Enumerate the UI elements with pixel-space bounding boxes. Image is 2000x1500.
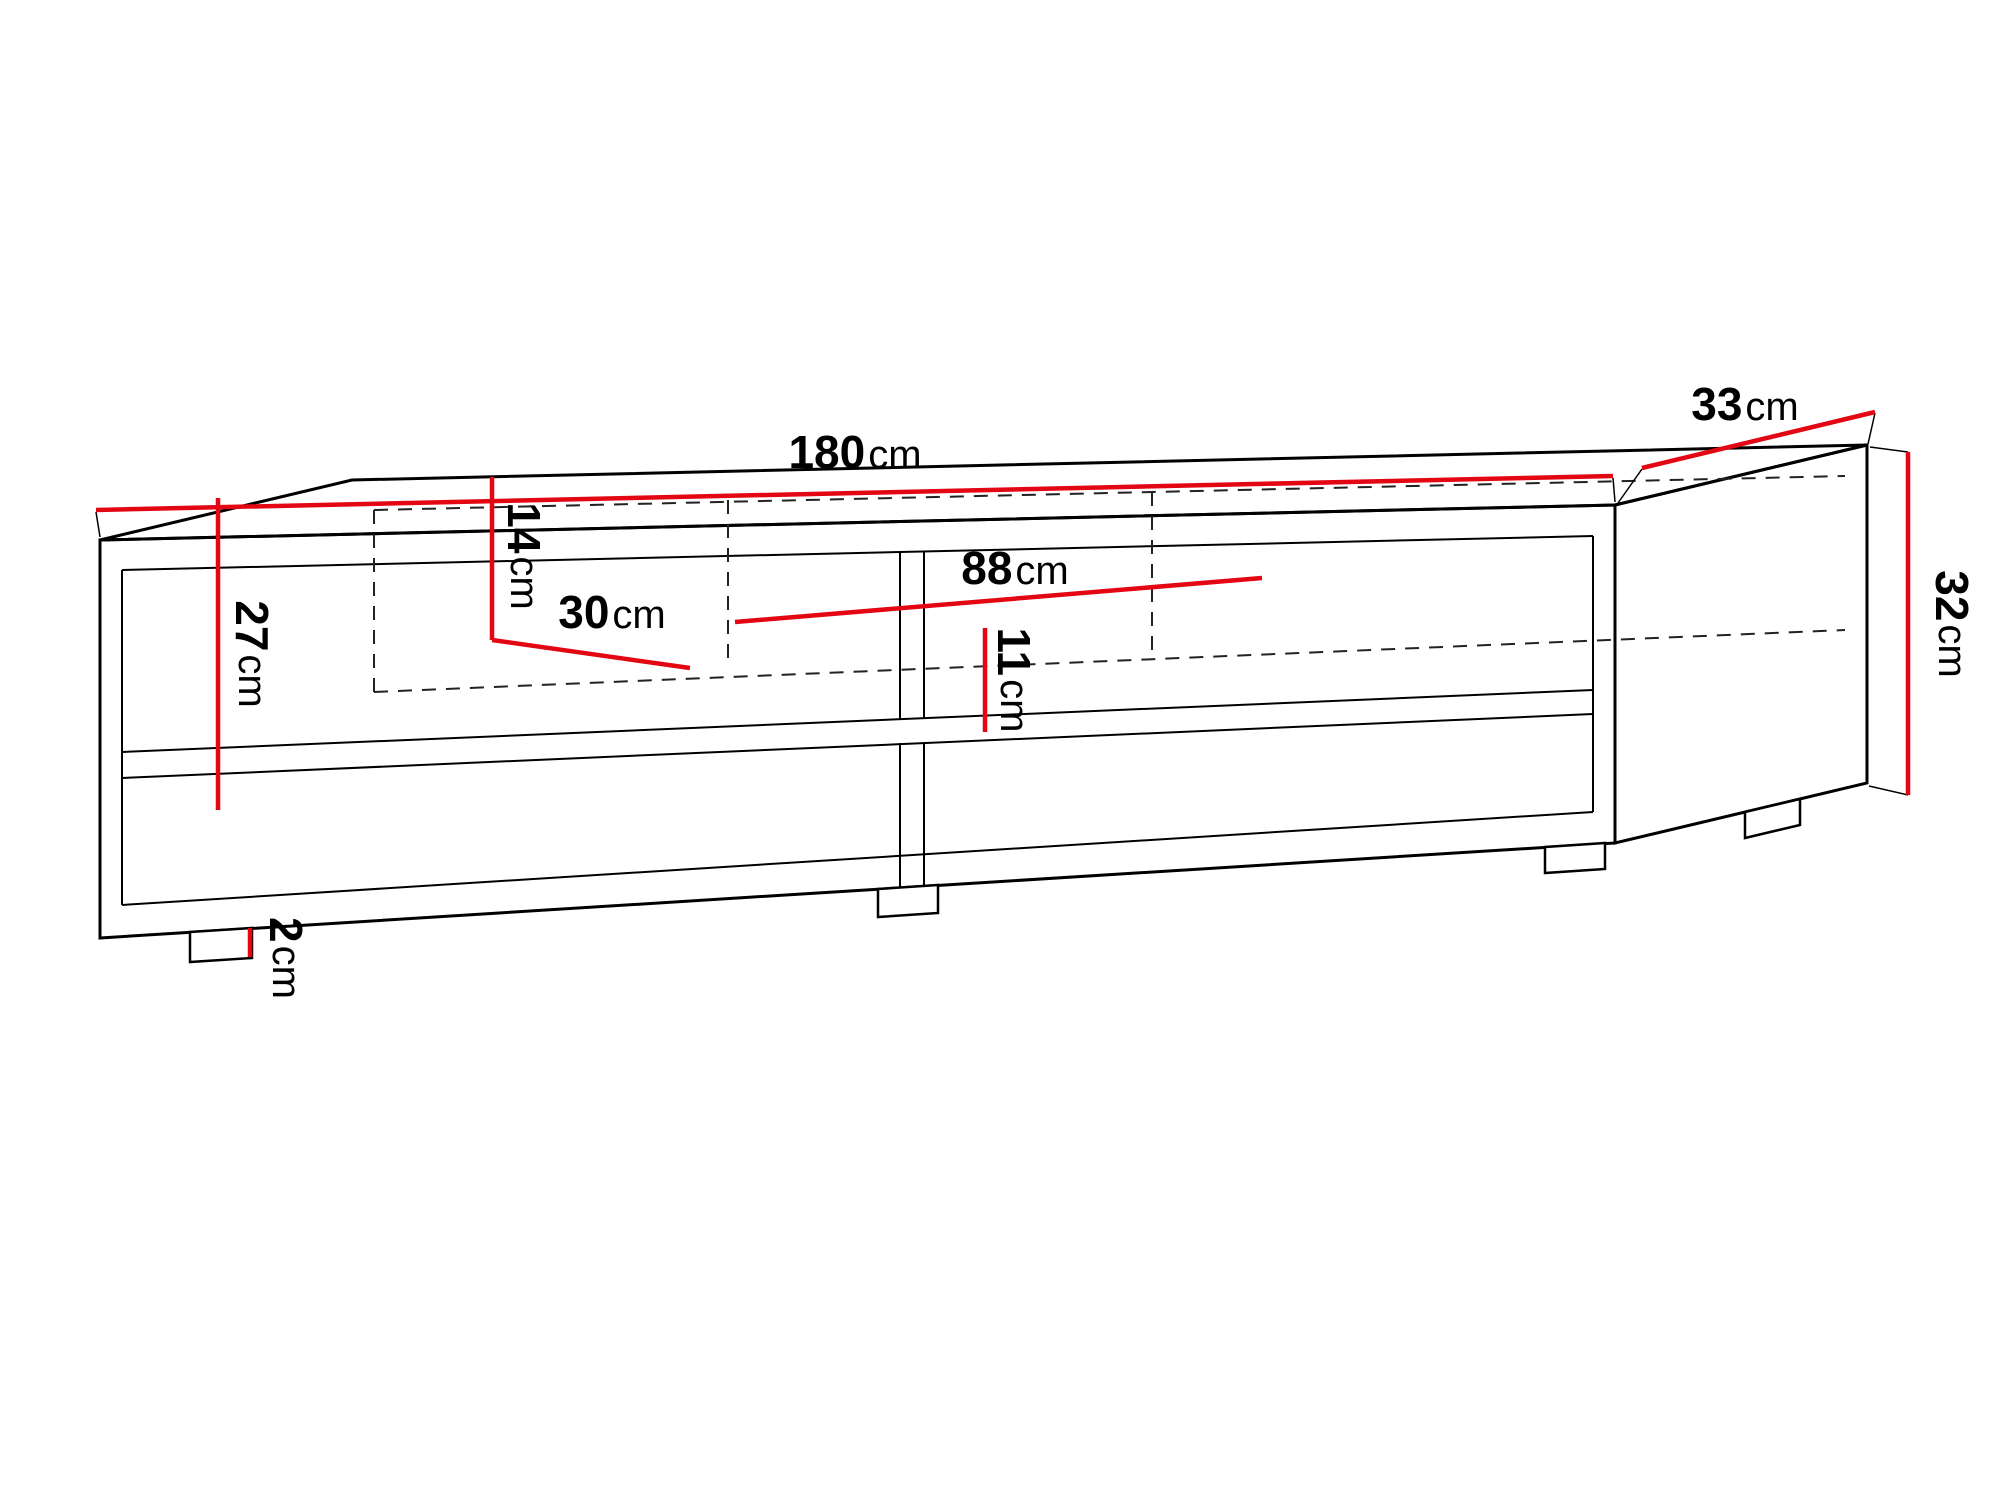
dim-interior-height-label: 27cm xyxy=(226,600,278,708)
dim-interior-height-value: 27 xyxy=(226,600,278,651)
dim-overall-height-value: 32 xyxy=(1926,570,1978,621)
bottom-panel-edge xyxy=(121,811,1594,906)
dim-lower-compartment-height-label: 11cm xyxy=(988,628,1040,733)
foot-right-back xyxy=(1743,797,1802,840)
cabinet-interior xyxy=(121,535,1594,906)
ext-depth-front xyxy=(1617,468,1643,504)
dim-niche-height-value: 14 xyxy=(498,502,550,554)
hidden-edges xyxy=(373,475,1846,693)
ext-width-left xyxy=(95,511,101,538)
dim-foot-height-unit: cm xyxy=(264,946,308,999)
dim-lower-compartment-height-value: 11 xyxy=(988,628,1040,677)
dim-niche-height-label: 14cm xyxy=(498,502,550,610)
dim-overall-width-line xyxy=(95,473,1614,513)
dimension-lines xyxy=(95,409,1911,957)
dim-interior-depth-unit: cm xyxy=(612,593,665,637)
dim-overall-height-label: 32cm xyxy=(1926,570,1978,678)
dim-foot-height-label: 2 cm xyxy=(260,917,312,999)
dim-interior-height-unit: cm xyxy=(230,654,274,707)
shelf-front-bottom-edge xyxy=(121,713,1594,779)
ext-height-top xyxy=(1869,446,1909,453)
ext-depth-back xyxy=(1867,412,1876,445)
cabinet-right-face xyxy=(1613,443,1869,845)
dim-interior-depth-label: 30cm xyxy=(558,586,666,638)
cabinet-outline xyxy=(98,443,1869,940)
dim-interior-depth-value: 30 xyxy=(558,586,609,638)
cabinet-feet xyxy=(188,797,1802,964)
dim-overall-depth-unit: cm xyxy=(1745,385,1798,429)
hidden-back-top-edge xyxy=(373,475,1846,511)
extension-lines xyxy=(95,412,1909,796)
dim-overall-width-unit: cm xyxy=(868,433,921,477)
foot-right-front xyxy=(1543,841,1607,875)
dim-overall-depth-label: 33cm xyxy=(1691,378,1799,430)
dim-lower-compartment-height-unit: cm xyxy=(992,679,1036,732)
dim-niche-height-unit: cm xyxy=(502,556,546,609)
dim-compartment-width-line xyxy=(734,575,1263,625)
ext-width-right xyxy=(1612,477,1616,503)
dim-compartment-width-unit: cm xyxy=(1015,549,1068,593)
interior-ceiling-edge xyxy=(121,535,1594,571)
dim-overall-width-label: 180cm xyxy=(788,426,921,478)
dim-overall-height-unit: cm xyxy=(1930,624,1974,677)
dim-overall-depth-value: 33 xyxy=(1691,378,1742,430)
dimension-labels: 180cm 33cm 32cm 14cm 27cm 30cm 88cm 11cm… xyxy=(226,378,1978,999)
foot-middle xyxy=(876,883,940,919)
dim-foot-height-value: 2 xyxy=(260,917,312,943)
dim-compartment-width-label: 88cm xyxy=(961,542,1069,594)
foot-left xyxy=(188,926,254,964)
hidden-shelf-back-edge xyxy=(373,629,1846,693)
dim-overall-width-value: 180 xyxy=(788,426,865,478)
shelf-front-top-edge xyxy=(121,689,1594,753)
ext-height-bottom xyxy=(1868,785,1909,796)
dim-compartment-width-value: 88 xyxy=(961,542,1012,594)
dim-interior-depth-line xyxy=(491,637,691,671)
dim-overall-depth-line xyxy=(1641,409,1876,471)
